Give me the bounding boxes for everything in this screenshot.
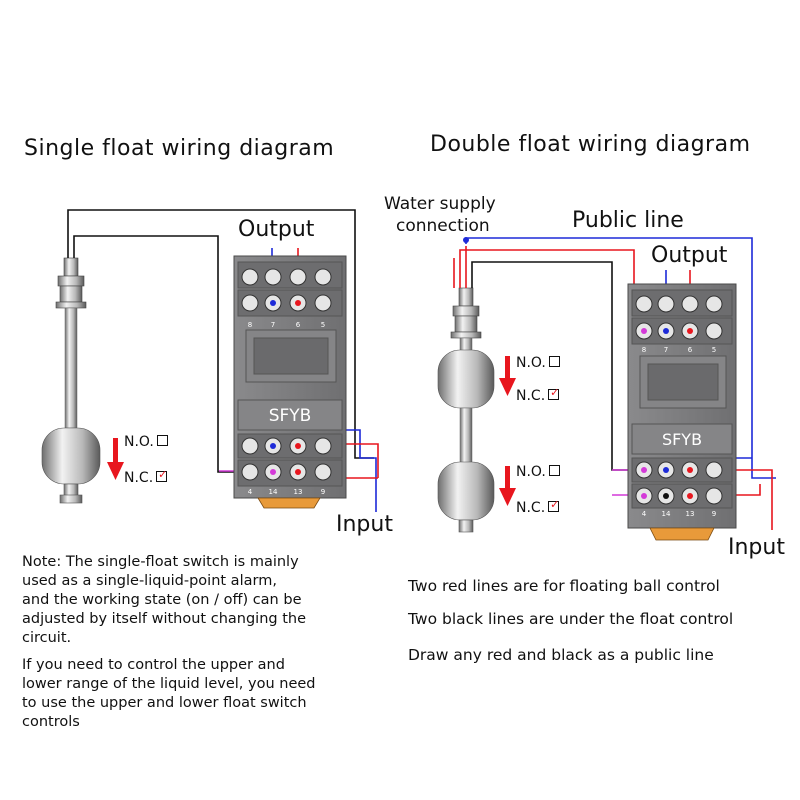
svg-text:9: 9 xyxy=(321,488,325,496)
left-no-label: N.O. xyxy=(124,434,168,450)
svg-text:5: 5 xyxy=(712,346,716,354)
right-float-switch-icon xyxy=(437,287,495,533)
right-note-2: Two black lines are under the float cont… xyxy=(408,610,734,628)
svg-text:6: 6 xyxy=(296,321,301,329)
water-supply-label-2: connection xyxy=(396,216,490,236)
right-upper-no-label: N.O. xyxy=(516,355,560,371)
left-note2-line: If you need to control the upper and xyxy=(22,657,285,673)
left-note-line: Note: The single-float switch is mainly xyxy=(22,554,299,570)
svg-text:7: 7 xyxy=(664,346,668,354)
svg-text:8: 8 xyxy=(248,321,252,329)
left-note-line: circuit. xyxy=(22,630,72,646)
left-note2-line: to use the upper and lower float switch xyxy=(22,695,307,711)
left-note2-block: If you need to control the upper and low… xyxy=(22,656,316,732)
left-note2-line: lower range of the liquid level, you nee… xyxy=(22,676,316,692)
svg-text:4: 4 xyxy=(642,510,647,518)
right-relay-socket-icon: SFYB 8 7 6 5 4 14 13 9 xyxy=(627,283,737,541)
left-note-line: adjusted by itself without changing the xyxy=(22,611,306,627)
right-note-3: Draw any red and black as a public line xyxy=(408,646,714,664)
svg-text:7: 7 xyxy=(271,321,275,329)
right-lower-nc-label: N.C.✓ xyxy=(516,498,560,516)
right-relay-brand: SFYB xyxy=(662,430,702,449)
svg-text:13: 13 xyxy=(686,510,695,518)
left-output-label: Output xyxy=(238,217,315,242)
svg-text:14: 14 xyxy=(662,510,671,518)
left-note-line: used as a single-liquid-point alarm, xyxy=(22,573,277,589)
left-note-block: Note: The single-float switch is mainly … xyxy=(22,553,306,648)
right-upper-nc-label: N.C.✓ xyxy=(516,386,560,404)
left-note2-line: controls xyxy=(22,714,80,730)
water-supply-label-1: Water supply xyxy=(384,194,496,214)
right-upper-down-arrow-icon xyxy=(499,356,516,396)
left-note-line: and the working state (on / off) can be xyxy=(22,592,302,608)
svg-text:5: 5 xyxy=(321,321,325,329)
right-title: Double float wiring diagram xyxy=(430,132,751,157)
svg-text:6: 6 xyxy=(688,346,693,354)
right-lower-no-label: N.O. xyxy=(516,464,560,480)
left-float-switch-icon xyxy=(41,257,101,504)
svg-text:9: 9 xyxy=(712,510,716,518)
right-note-1: Two red lines are for floating ball cont… xyxy=(408,577,720,595)
left-input-label: Input xyxy=(336,512,393,537)
check-box-icon: ✓ xyxy=(156,468,168,482)
left-relay-socket-icon: SFYB 7 6 8 5 4 14 13 9 xyxy=(233,255,347,509)
check-box-icon: ✓ xyxy=(548,386,560,400)
right-input-label: Input xyxy=(728,535,785,560)
svg-text:13: 13 xyxy=(294,488,303,496)
left-title: Single float wiring diagram xyxy=(24,136,335,161)
left-down-arrow-icon xyxy=(107,438,124,480)
left-nc-label: N.C.✓ xyxy=(124,468,168,486)
svg-text:8: 8 xyxy=(642,346,646,354)
right-lower-down-arrow-icon xyxy=(499,466,516,506)
svg-text:4: 4 xyxy=(248,488,253,496)
check-box-icon: ✓ xyxy=(548,498,560,512)
public-line-label: Public line xyxy=(572,208,684,233)
left-relay-brand: SFYB xyxy=(269,406,312,426)
svg-text:14: 14 xyxy=(269,488,278,496)
right-output-label: Output xyxy=(651,243,728,268)
